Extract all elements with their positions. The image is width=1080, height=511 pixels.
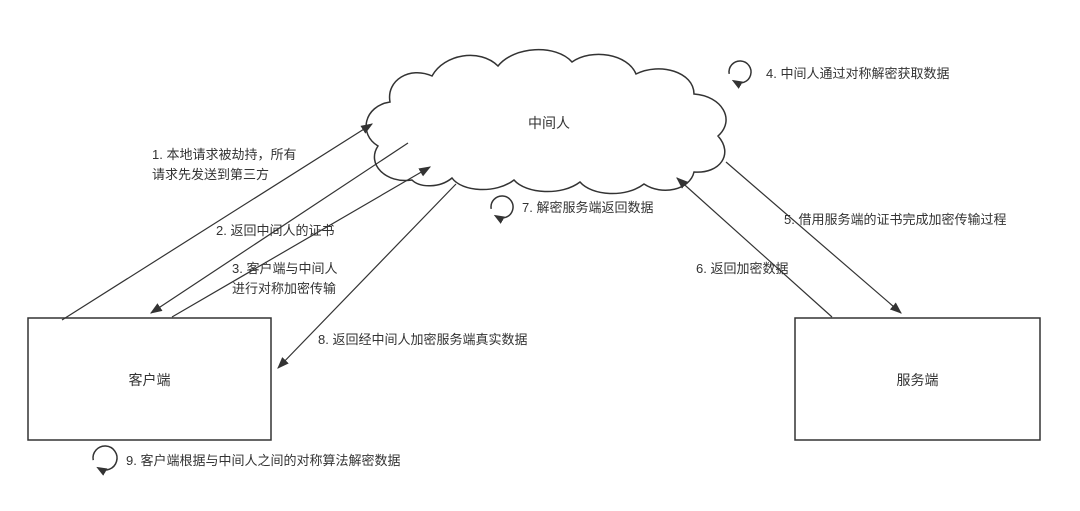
loop-icon-step4 [728, 60, 752, 89]
arrow-step8-mitm-to-client [277, 183, 457, 369]
loop-icon-step9 [92, 445, 118, 476]
step7-label: 7. 解密服务端返回数据 [522, 200, 654, 215]
server-node-label: 服务端 [896, 372, 939, 388]
arrow-step5-mitm-to-server [725, 161, 902, 314]
step9-label: 9. 客户端根据与中间人之间的对称算法解密数据 [126, 453, 401, 468]
step5-label: 5. 借用服务端的证书完成加密传输过程 [784, 212, 1007, 227]
client-node-label: 客户端 [128, 372, 171, 388]
arrow-step3-client-to-mitm [171, 166, 432, 318]
loop-icon-step7 [490, 195, 514, 224]
step6-label: 6. 返回加密数据 [696, 261, 789, 276]
step3-label: 3. 客户端与中间人 进行对称加密传输 [232, 261, 338, 297]
mitm-node-label: 中间人 [528, 115, 570, 131]
step1-label: 1. 本地请求被劫持，所有 请求先发送到第三方 [152, 147, 297, 183]
client-box [27, 317, 272, 441]
step8-label: 8. 返回经中间人加密服务端真实数据 [318, 332, 528, 347]
arrow-step2-mitm-to-client [149, 142, 409, 314]
step4-label: 4. 中间人通过对称解密获取数据 [766, 66, 950, 81]
mitm-cloud-shape [365, 49, 727, 195]
arrow-step6-server-to-mitm [676, 177, 833, 318]
server-box [794, 317, 1041, 441]
arrow-step1-client-to-mitm [61, 123, 374, 321]
step2-label: 2. 返回中间人的证书 [216, 223, 335, 238]
